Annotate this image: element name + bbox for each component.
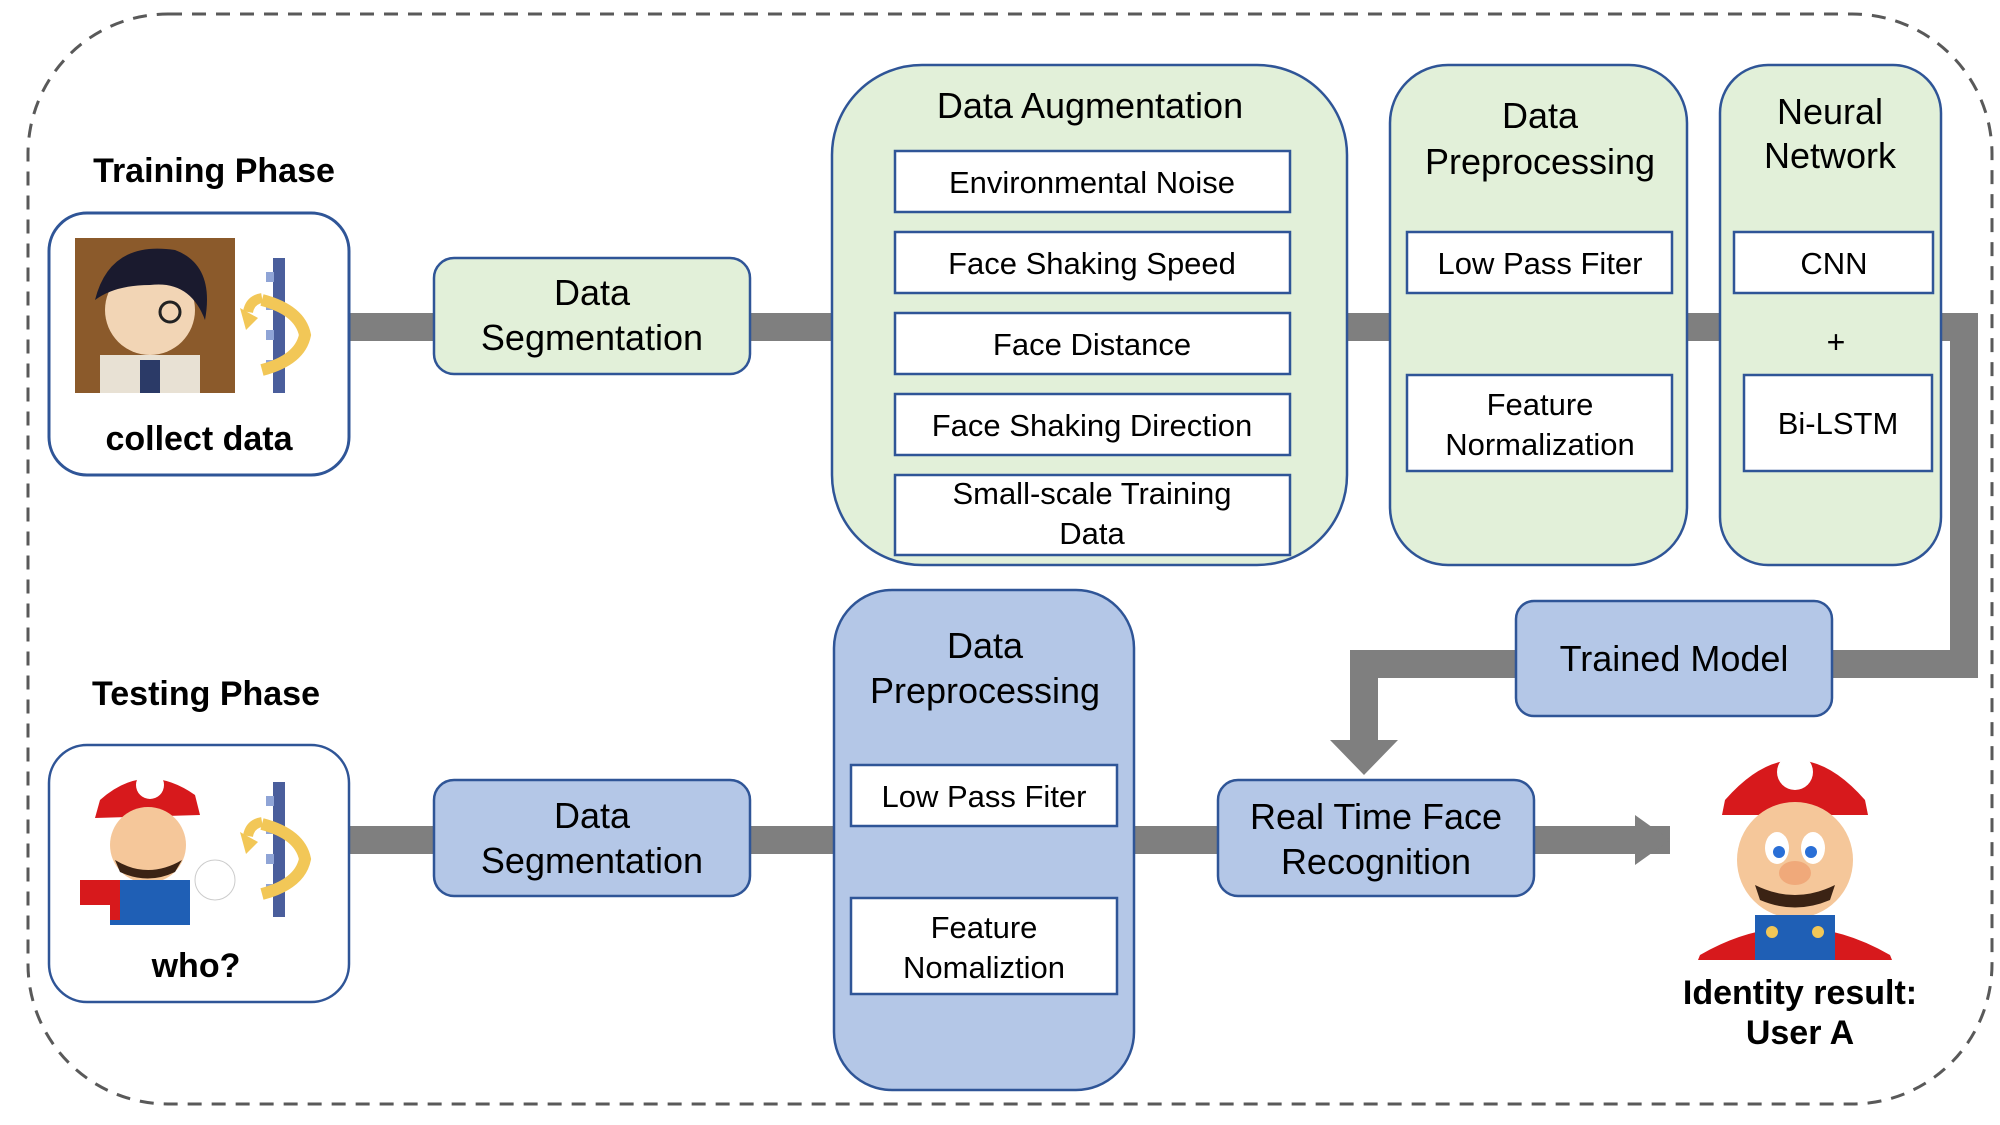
aug-item-environmental-noise: Environmental Noise — [949, 165, 1235, 200]
recognition-line-2: Recognition — [1281, 841, 1471, 882]
rotation-icon — [240, 782, 312, 917]
recognition-box — [1216, 778, 1536, 898]
model-to-recognition-h — [1350, 650, 1520, 678]
network-plus-sign: + — [1827, 324, 1846, 360]
anime-face-image — [75, 238, 235, 393]
testing-lowpass-box — [849, 763, 1119, 828]
augmentation-title: Data Augmentation — [937, 85, 1243, 126]
training-normalization-line-1: Feature — [1487, 387, 1594, 422]
training-preprocessing-title-2: Preprocessing — [1425, 141, 1655, 182]
aug-item-box — [893, 149, 1292, 214]
neural-network-title-1: Neural — [1777, 91, 1883, 132]
network-to-model-connector-v — [1950, 313, 1978, 678]
testing-preprocessing-title-1: Data — [947, 625, 1024, 666]
testing-lowpass-label: Low Pass Fiter — [881, 779, 1086, 814]
aug-item-box — [893, 311, 1292, 376]
aug-item-shaking-direction: Face Shaking Direction — [932, 408, 1253, 443]
training-phase-label: Training Phase — [93, 152, 335, 190]
aug-item-box — [893, 392, 1292, 457]
training-preprocessing-title-1: Data — [1502, 95, 1579, 136]
training-segmentation-box — [432, 256, 752, 376]
training-segmentation-line-1: Data — [554, 272, 631, 313]
testing-input-caption: who? — [151, 947, 241, 985]
result-line-1: Identity result: — [1683, 974, 1917, 1012]
testing-segmentation-box — [432, 778, 752, 898]
training-lowpass-box — [1405, 230, 1674, 295]
aug-item-face-distance: Face Distance — [993, 327, 1191, 362]
testing-normalization-box — [849, 896, 1119, 996]
network-to-model-connector-h — [1830, 650, 1978, 678]
cnn-label: CNN — [1800, 246, 1867, 281]
testing-segmentation-line-1: Data — [554, 795, 631, 836]
testing-segmentation-line-2: Segmentation — [481, 840, 703, 881]
testing-normalization-line-2: Nomaliztion — [903, 950, 1065, 985]
training-input-caption: collect data — [105, 420, 293, 458]
neural-network-title-2: Network — [1764, 135, 1897, 176]
rotation-icon — [240, 258, 312, 393]
aug-item-shaking-speed: Face Shaking Speed — [948, 246, 1236, 281]
recognition-line-1: Real Time Face — [1250, 796, 1502, 837]
augmentation-items: Environmental Noise Face Shaking Speed F… — [893, 149, 1292, 557]
trained-model-label: Trained Model — [1560, 638, 1789, 679]
model-to-recognition-arrowhead — [1330, 740, 1398, 775]
aug-item-box — [893, 473, 1292, 557]
aug-item-box — [893, 230, 1292, 295]
training-lowpass-label: Low Pass Fiter — [1437, 246, 1642, 281]
aug-item-small-scale-line-2: Data — [1059, 516, 1125, 551]
aug-item-small-scale-line-1: Small-scale Training — [952, 476, 1231, 511]
training-segmentation-line-2: Segmentation — [481, 317, 703, 358]
model-to-recognition-v — [1350, 650, 1378, 740]
mario-pose-image — [80, 771, 236, 925]
outer-frame — [26, 12, 1994, 1106]
result-line-2: User A — [1746, 1014, 1854, 1052]
trained-model-box — [1514, 599, 1834, 718]
testing-preprocessing-title-2: Preprocessing — [870, 670, 1100, 711]
training-normalization-line-2: Normalization — [1445, 427, 1635, 462]
training-normalization-box — [1405, 373, 1674, 473]
testing-normalization-line-1: Feature — [931, 910, 1038, 945]
testing-phase-label: Testing Phase — [92, 675, 320, 713]
training-preprocessing-panel — [1388, 63, 1689, 567]
bilstm-box — [1742, 373, 1934, 473]
mario-result-image — [1698, 754, 1892, 960]
testing-arrowhead — [1628, 815, 1670, 865]
bilstm-label: Bi-LSTM — [1778, 406, 1899, 441]
cnn-box — [1732, 230, 1935, 295]
